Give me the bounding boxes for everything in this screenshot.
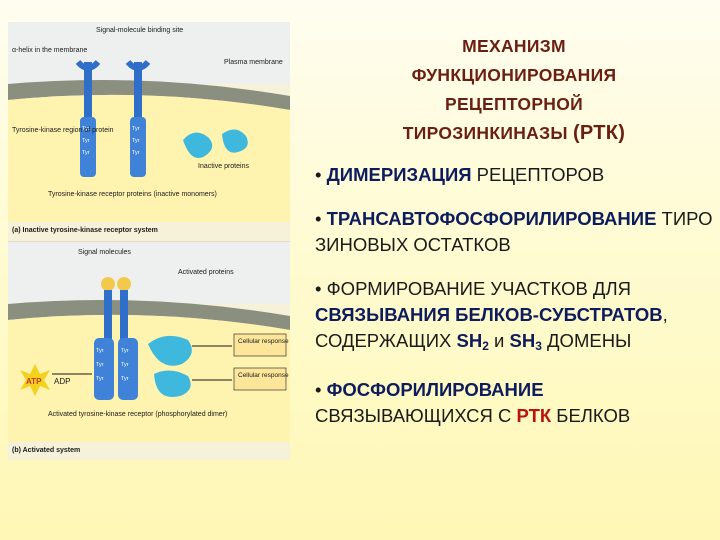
label-signal-site: Signal-molecule binding site xyxy=(96,27,183,34)
svg-text:Tyr: Tyr xyxy=(121,376,129,382)
label-signal-molecules: Signal molecules xyxy=(78,249,131,256)
label-activated-proteins: Activated proteins xyxy=(178,269,234,276)
svg-text:Tyr: Tyr xyxy=(121,362,129,368)
title-line-2: ФУНКЦИОНИРОВАНИЯ xyxy=(318,61,710,90)
svg-text:Tyr: Tyr xyxy=(82,138,90,144)
bullet-transautophosphorylation: • ТРАНСАВТОФОСФОРИЛИРОВАНИЕ ТИРОЗИНОВЫХ … xyxy=(315,206,715,258)
svg-text:Tyr: Tyr xyxy=(82,150,90,156)
svg-text:Cellular response: Cellular response xyxy=(238,372,289,379)
label-plasma-membrane: Plasma membrane xyxy=(224,59,283,66)
signal-molecule-2 xyxy=(117,277,131,291)
label-alpha-helix: α-helix in the membrane xyxy=(12,47,87,54)
bullet-phosphorylation: • ФОСФОРИЛИРОВАНИЕ СВЯЗЫВАЮЩИХСЯ С РТК Б… xyxy=(315,377,715,429)
label-monomers: Tyrosine-kinase receptor proteins (inact… xyxy=(48,191,217,198)
label-adp: ADP xyxy=(54,377,70,386)
label-tk-region: Tyrosine-kinase region of protein xyxy=(12,127,114,134)
bullet-dimerization: • ДИМЕРИЗАЦИЯ РЕЦЕПТОРОВ xyxy=(315,162,715,188)
title-line-1: МЕХАНИЗМ xyxy=(318,32,710,61)
slide-title: МЕХАНИЗМ ФУНКЦИОНИРОВАНИЯ РЕЦЕПТОРНОЙ ТИ… xyxy=(318,32,710,148)
label-inactive-proteins: Inactive proteins xyxy=(198,163,249,170)
label-atp: ATP xyxy=(26,377,42,386)
caption-a: (a) Inactive tyrosine-kinase receptor sy… xyxy=(12,227,158,234)
svg-text:Cellular response: Cellular response xyxy=(238,338,289,345)
svg-text:Tyr: Tyr xyxy=(121,348,129,354)
title-line-4: ТИРОЗИНКИНАЗЫ (РТК) xyxy=(318,119,710,148)
svg-text:Tyr: Tyr xyxy=(132,126,140,132)
caption-b: (b) Activated system xyxy=(12,447,80,454)
signal-molecule-1 xyxy=(101,277,115,291)
svg-text:Tyr: Tyr xyxy=(132,150,140,156)
svg-text:Tyr: Tyr xyxy=(96,362,104,368)
rtk-mechanism-figure: Tyr Tyr Tyr Tyr Tyr Tyr Signal-molecule … xyxy=(8,22,290,460)
bullet-binding-sites: • ФОРМИРОВАНИЕ УЧАСТКОВ ДЛЯ СВЯЗЫВАНИЯ Б… xyxy=(315,276,715,359)
svg-text:Tyr: Tyr xyxy=(96,376,104,382)
svg-text:Tyr: Tyr xyxy=(132,138,140,144)
title-line-3: РЕЦЕПТОРНОЙ xyxy=(318,90,710,119)
bullet-list: • ДИМЕРИЗАЦИЯ РЕЦЕПТОРОВ • ТРАНСАВТОФОСФ… xyxy=(315,162,715,447)
svg-text:Tyr: Tyr xyxy=(96,348,104,354)
label-activated-receptor: Activated tyrosine-kinase receptor (phos… xyxy=(48,411,227,418)
